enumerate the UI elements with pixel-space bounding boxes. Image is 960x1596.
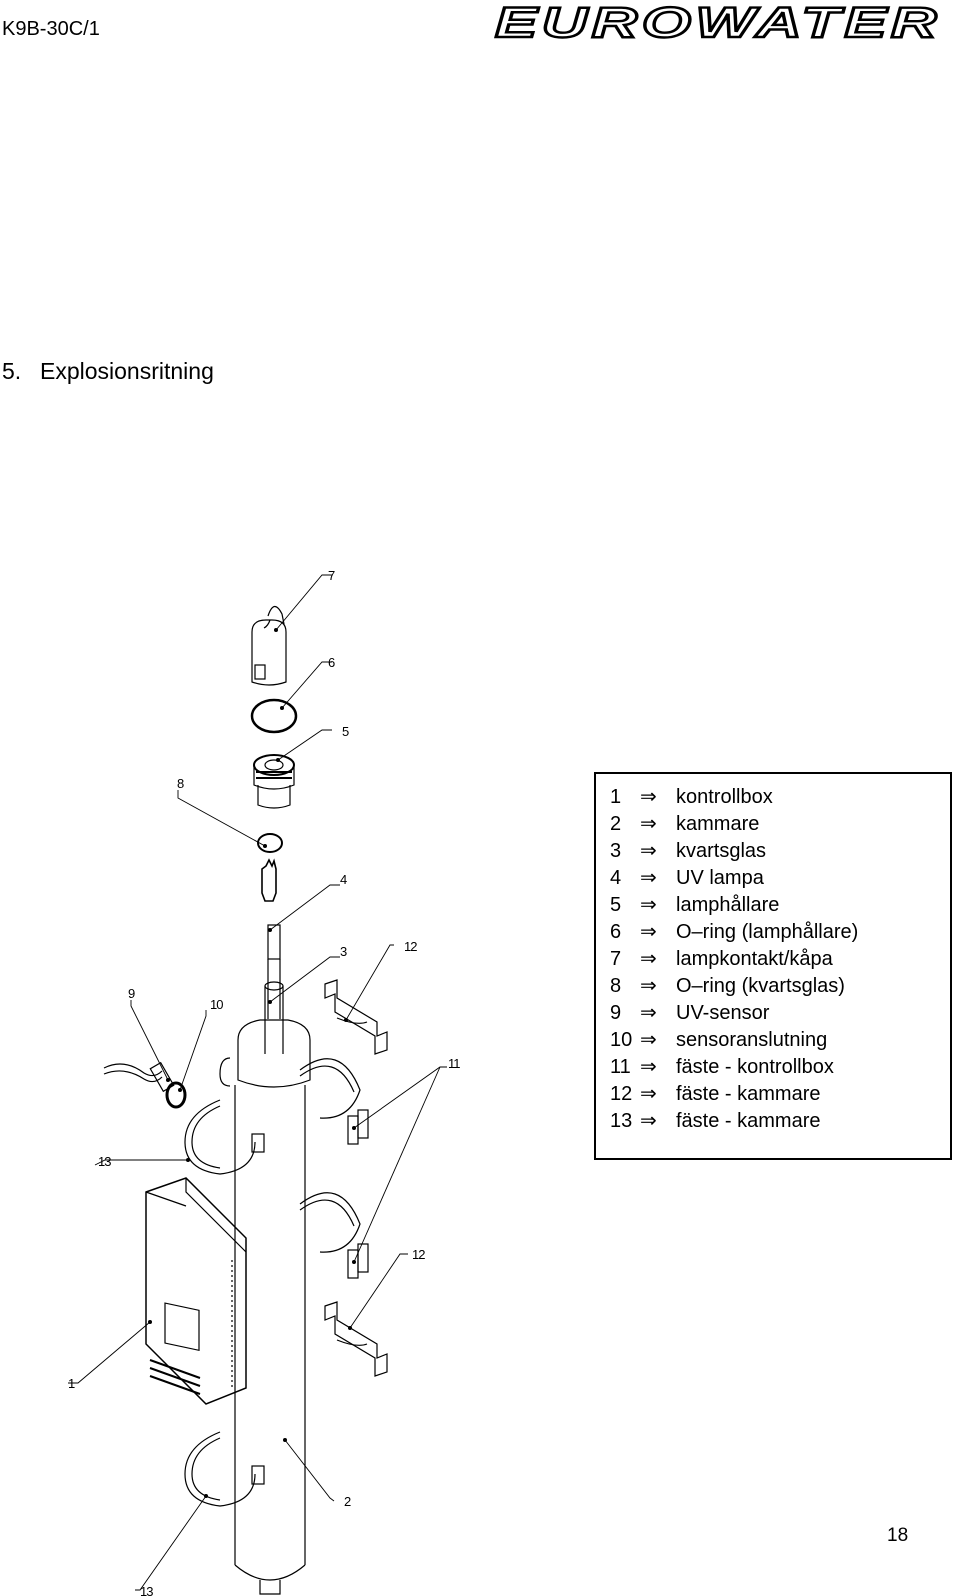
section-number: 5.	[2, 358, 22, 384]
section-title: Explosionsritning	[40, 358, 214, 384]
legend-row: 4⇒UV lampa	[610, 867, 764, 889]
callout-dots	[148, 628, 356, 1498]
lamp-holder	[253, 754, 295, 809]
legend-row: 9⇒UV-sensor	[610, 1002, 770, 1024]
callout-7: 7	[328, 568, 335, 583]
callout-12-upper: 12	[404, 939, 417, 954]
sensor-connection	[165, 1081, 187, 1109]
legend-row: 8⇒O–ring (kvartsglas)	[610, 975, 845, 997]
callout-8: 8	[177, 776, 184, 791]
legend-row: 13⇒fäste - kammare	[610, 1110, 821, 1132]
callout-10: 10	[210, 997, 223, 1012]
callout-9: 9	[128, 986, 135, 1001]
page-number: 18	[887, 1525, 909, 1546]
callout-12-lower: 12	[412, 1247, 425, 1262]
bracket-chamber-bottom	[184, 1431, 265, 1507]
bracket-control-box-upper	[299, 1058, 369, 1145]
callout-6: 6	[328, 655, 335, 670]
svg-text:EUROWATER: EUROWATER	[495, 4, 941, 44]
bracket-chamber-lower	[324, 1301, 388, 1377]
callout-11: 11	[448, 1056, 460, 1071]
bracket-chamber-top	[184, 1099, 265, 1175]
legend-row: 1⇒kontrollbox	[610, 786, 773, 808]
callout-labels: 7 6 5 8 4 3 12 9 10 11 13 12 1 2 13	[68, 568, 461, 1596]
section-heading: 5. Explosionsritning	[2, 358, 214, 385]
document-code: K9B-30C/1	[2, 18, 100, 40]
control-box	[145, 1177, 247, 1405]
callout-5: 5	[342, 724, 349, 739]
legend-row: 7⇒lampkontakt/kåpa	[610, 948, 833, 970]
bracket-chamber-upper	[324, 979, 388, 1055]
bracket-control-box-lower	[299, 1192, 369, 1279]
eurowater-logo: EUROWATER	[494, 4, 941, 44]
callout-13-lower: 13	[140, 1584, 153, 1596]
legend-row: 3⇒kvartsglas	[610, 840, 767, 862]
legend-row: 12⇒fäste - kammare	[610, 1083, 821, 1105]
leader-lines	[68, 574, 447, 1591]
callout-3: 3	[340, 944, 347, 959]
lamp-connector-cap	[251, 605, 287, 686]
legend-row: 10⇒sensoranslutning	[610, 1029, 828, 1051]
legend-row: 5⇒lamphållare	[610, 894, 780, 916]
parts-legend: 1⇒kontrollbox 2⇒kammare 3⇒kvartsglas 4⇒U…	[594, 772, 952, 1160]
callout-4: 4	[340, 872, 347, 887]
o-ring-quartz-glass	[257, 833, 283, 853]
callout-1: 1	[68, 1376, 75, 1391]
callout-13-upper: 13	[98, 1154, 111, 1169]
legend-row: 6⇒O–ring (lamphållare)	[610, 921, 859, 943]
legend-row: 11⇒fäste - kontrollbox	[610, 1056, 834, 1078]
legend-row: 2⇒kammare	[610, 813, 760, 835]
o-ring-lamp-holder	[250, 698, 298, 734]
uv-sensor	[103, 1061, 175, 1093]
callout-2: 2	[344, 1494, 351, 1509]
chamber	[219, 1019, 311, 1595]
